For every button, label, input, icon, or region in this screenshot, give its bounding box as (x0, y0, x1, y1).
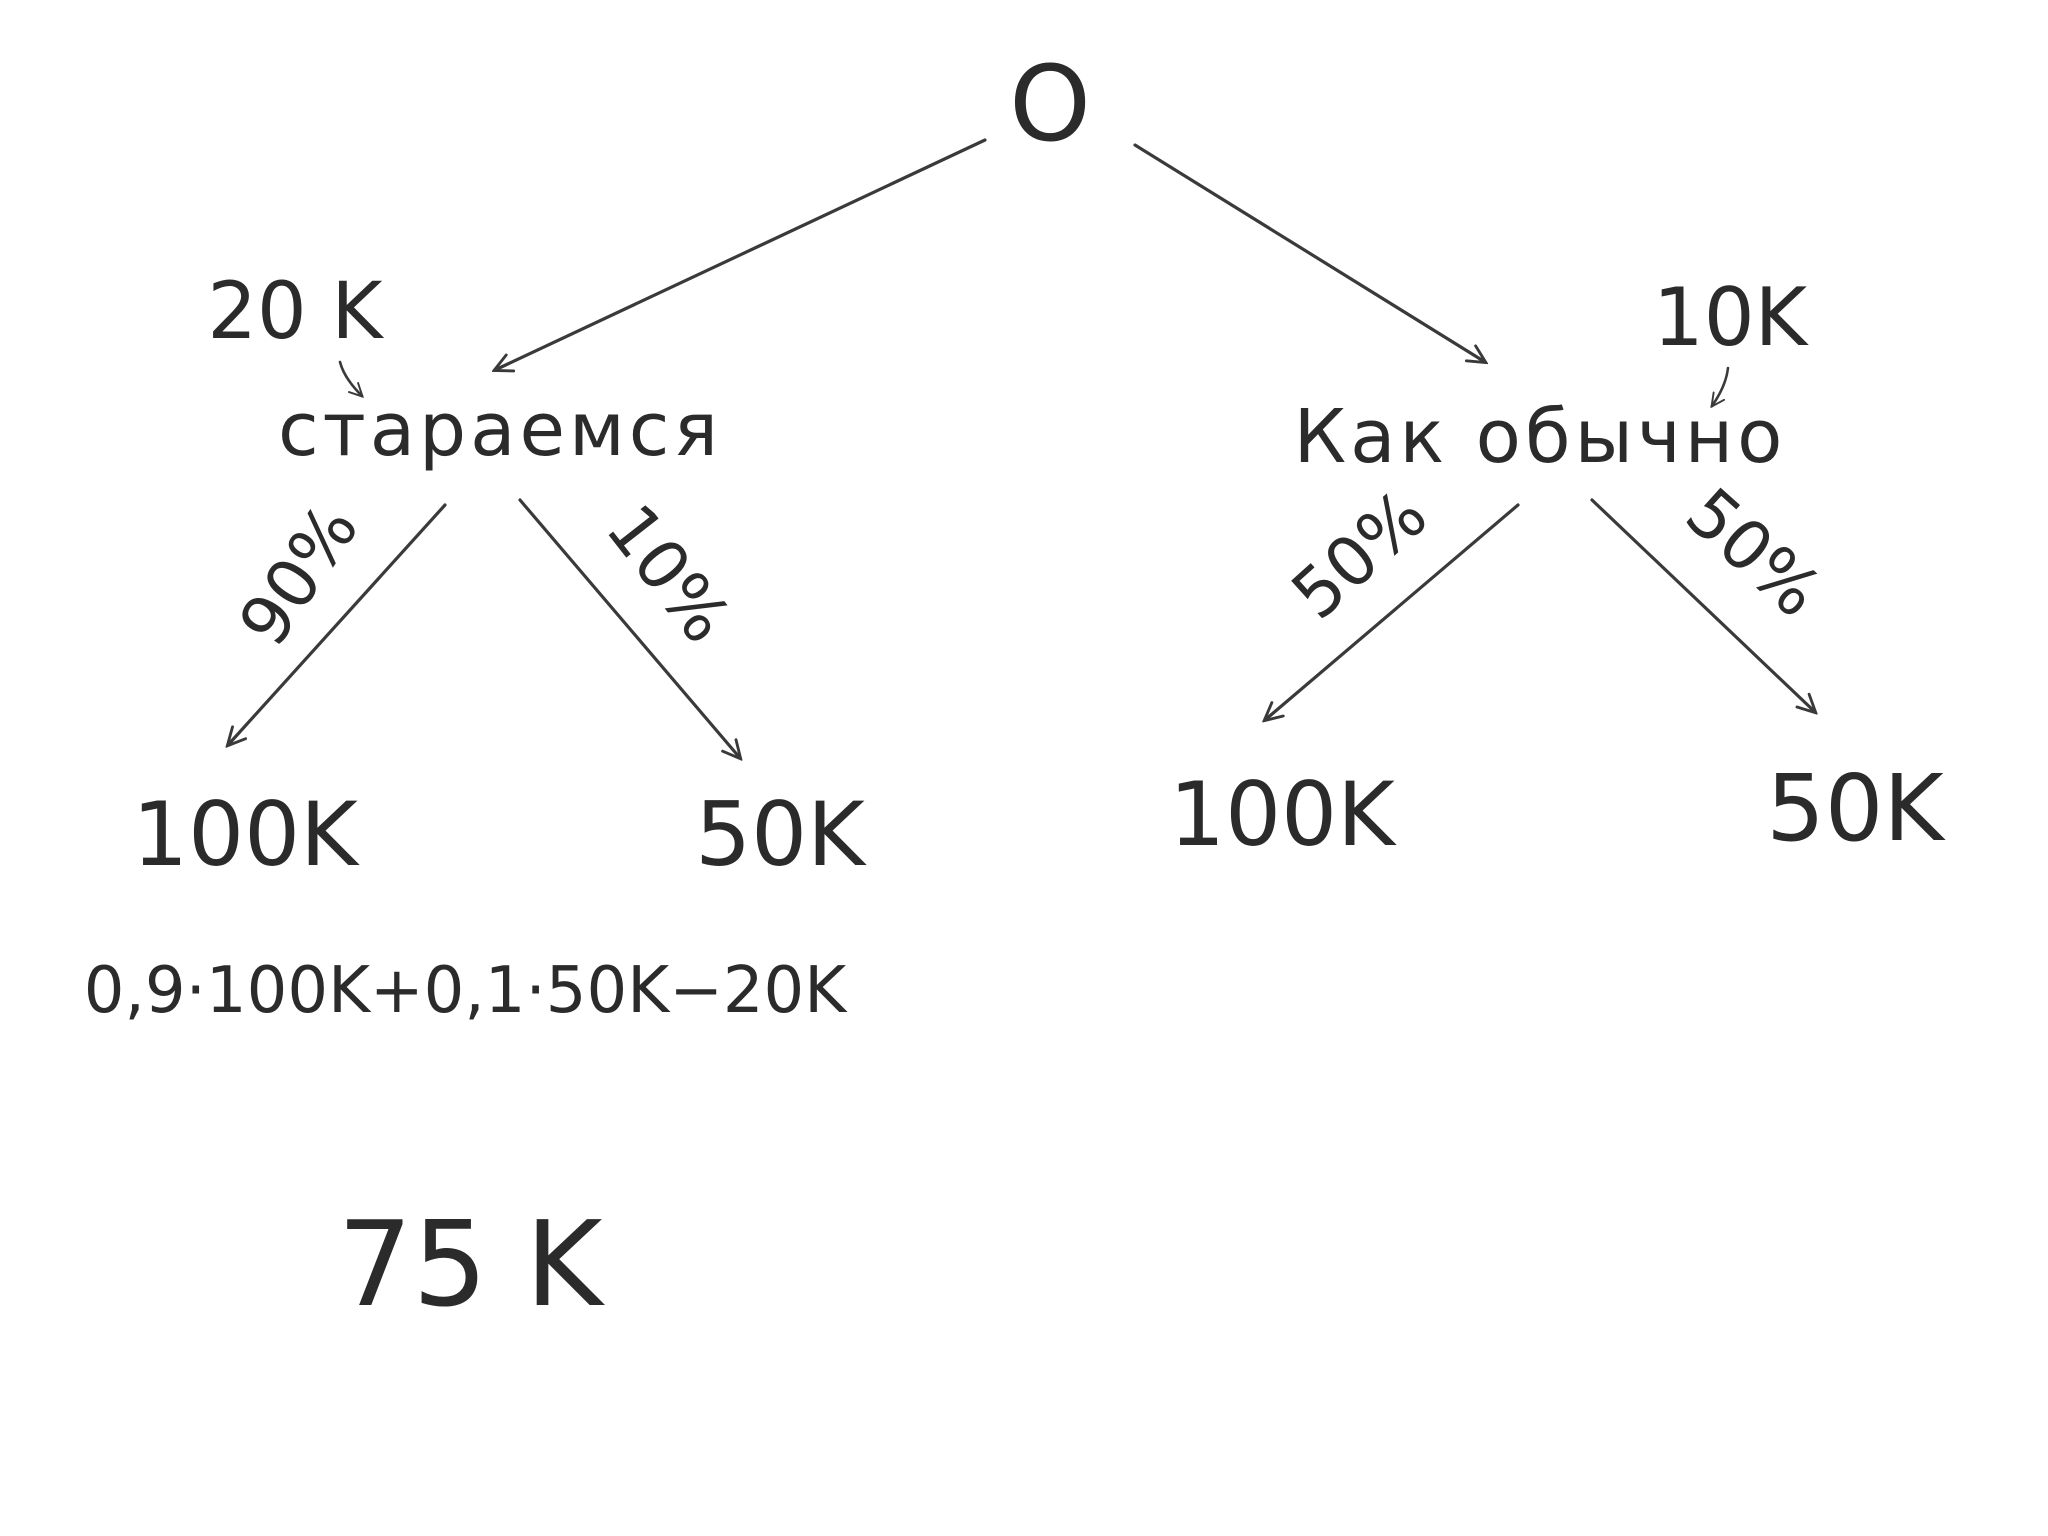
branch-2-outcome-1-probability: 50% (1277, 475, 1442, 635)
branch-2-cost: 10K (1653, 271, 1810, 364)
branch-2-cost-arrow (1712, 366, 1730, 406)
branch-1-cost: 20 K (207, 267, 384, 357)
edge-usual-outcome-1 (1265, 503, 1520, 720)
branch-2-outcome-2-value: 50K (1766, 755, 1946, 862)
edge-usual-outcome-2 (1590, 498, 1815, 712)
branch-1-formula: 0,9·100K+0,1·50K−20K (84, 954, 848, 1028)
branch-1-outcome-1-probability: 90% (224, 491, 374, 660)
branch-2-outcome-2-probability: 50% (1670, 473, 1835, 633)
branch-2-outcome-1-value: 100K (1169, 763, 1397, 866)
edge-root-to-try (495, 138, 987, 370)
root-node-label: O (1009, 43, 1091, 165)
branch-1-result: 75 K (337, 1195, 605, 1333)
branch-1-label: стараемся (278, 387, 722, 473)
branch-1-cost-arrow (338, 360, 362, 396)
branch-2-label: Как обычно (1294, 394, 1787, 480)
branch-1-outcome-2-probability: 10% (590, 490, 745, 658)
edge-try-outcome-1 (228, 503, 447, 745)
edge-try-outcome-2 (518, 498, 740, 758)
branch-1-outcome-1-value: 100K (132, 783, 360, 886)
branch-1-outcome-2-value: 50K (695, 783, 867, 886)
edge-root-to-usual (1133, 143, 1485, 362)
